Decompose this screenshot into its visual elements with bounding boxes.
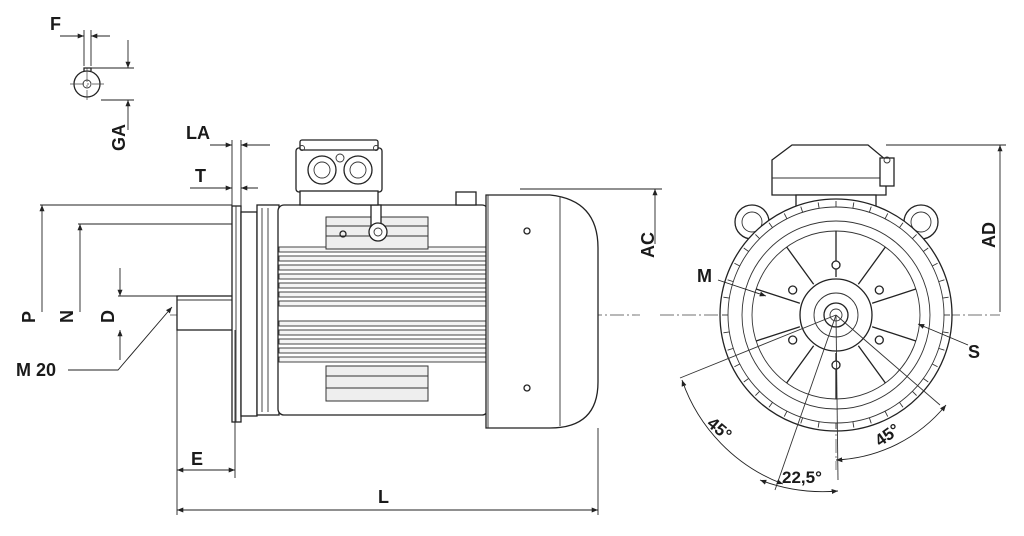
bolt-hole [831, 260, 841, 270]
bolt-hole [831, 360, 841, 370]
frame-fin-tick [723, 331, 730, 334]
frame-fin-tick [727, 279, 734, 283]
dim-label-la: LA [186, 123, 210, 143]
frame-fin-tick [852, 202, 855, 209]
fan-spoke [755, 288, 801, 304]
frame-fin-tick [923, 247, 929, 252]
frame-fin-tick [817, 421, 820, 428]
frame-fin-tick [884, 213, 889, 219]
frame-fin-tick [783, 213, 788, 219]
dim-label-n: N [57, 310, 77, 323]
fan-spokes [722, 201, 950, 429]
fan-spoke [786, 345, 815, 384]
dim-label-p: P [19, 311, 39, 323]
bolt-hole [788, 335, 798, 345]
frame-fin-tick [734, 363, 740, 368]
frame-fin-tick [723, 296, 730, 299]
frame-fin-tick [800, 206, 804, 213]
frame-fin-tick [743, 247, 749, 252]
frame-fin-tick [938, 347, 945, 351]
dim-label-ac: AC [638, 232, 658, 258]
dim-label-t: T [195, 166, 206, 186]
frame-fin-tick [912, 391, 917, 396]
frame-fin-tick [932, 363, 938, 368]
dim-label-m: M [697, 266, 712, 286]
frame-fin-tick [912, 234, 917, 239]
dim-label-e: E [191, 449, 203, 469]
frame-fin-tick [800, 417, 804, 424]
fan-spoke [871, 288, 917, 304]
bolt-hole [874, 285, 884, 295]
bolt-hole [874, 335, 884, 345]
dim-label-m20: M 20 [16, 360, 56, 380]
frame-fin-tick [755, 234, 760, 239]
frame-fin-tick [923, 378, 929, 383]
fan-spoke [857, 246, 886, 285]
motor-side-view [39, 139, 662, 515]
frame-fin-tick [783, 411, 788, 417]
bolt-hole [788, 285, 798, 295]
dim-label-ga: GA [109, 124, 129, 151]
frame-fin-tick [942, 331, 949, 334]
fan-spoke [857, 345, 886, 384]
frame-fin-tick [899, 222, 904, 228]
fan-spoke [755, 326, 801, 342]
dim-label-f: F [50, 14, 61, 34]
frame-fin-tick [817, 202, 820, 209]
motor-front-view [660, 144, 1006, 495]
shaft-end-detail [60, 30, 134, 130]
angle-label-left: 45° [703, 414, 735, 445]
dim-label-d: D [98, 310, 118, 323]
frame-fin-tick [768, 222, 773, 228]
frame-fin-tick [932, 262, 938, 267]
dim-label-l: L [378, 487, 389, 507]
fan-spoke [786, 246, 815, 285]
frame-fin-tick [868, 206, 872, 213]
frame-fin-tick [727, 347, 734, 351]
frame-fin-tick [938, 279, 945, 283]
frame-fin-tick [942, 296, 949, 299]
dim-label-ad: AD [979, 222, 999, 248]
dim-label-s: S [968, 342, 980, 362]
angle-label-bottom: 22,5° [782, 468, 822, 487]
frame-fin-tick [734, 262, 740, 267]
fan-spoke [871, 326, 917, 342]
